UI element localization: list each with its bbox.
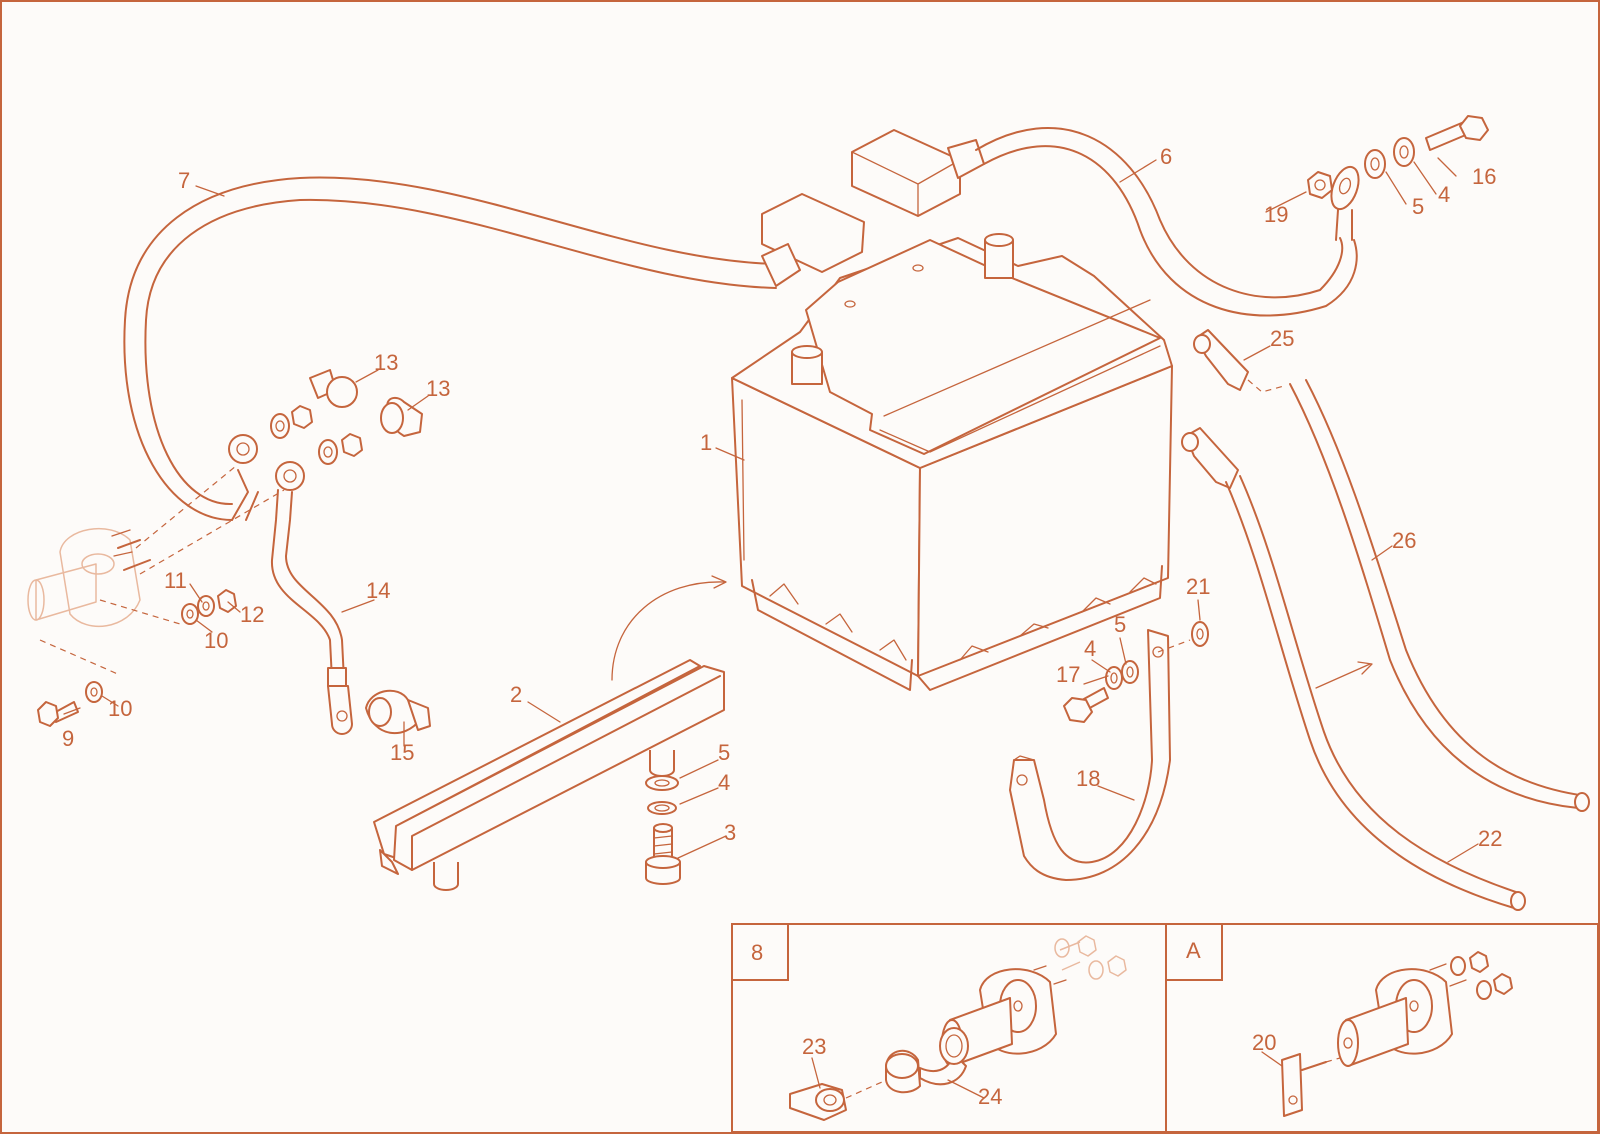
leader-lines xyxy=(63,157,1479,1099)
label-lug-23: 23 xyxy=(802,1034,826,1059)
label-nut-switch: 9 xyxy=(62,726,74,751)
battery-tray xyxy=(373,575,727,891)
label-tray: 2 xyxy=(510,682,522,707)
callout-labels: 1 2 3 4 5 6 7 9 10 10 11 12 13 13 14 15 … xyxy=(62,144,1502,1109)
label-washer-tray-4: 4 xyxy=(718,770,730,795)
label-spring-washer-11: 11 xyxy=(164,568,187,593)
label-lock-washer-21: 21 xyxy=(1186,574,1210,599)
vent-hoses xyxy=(1181,329,1590,911)
inset-frames xyxy=(731,923,1599,1133)
label-nut-19: 19 xyxy=(1264,202,1288,227)
label-washer-tray-5: 5 xyxy=(718,740,730,765)
label-screw-tray: 3 xyxy=(724,820,736,845)
label-inset-8-tag: 8 xyxy=(751,940,763,965)
inset-a-switch-with-key xyxy=(1281,951,1513,1117)
label-elbow-25: 25 xyxy=(1270,326,1294,351)
label-strap-18: 18 xyxy=(1076,766,1100,791)
label-cable-main: 7 xyxy=(178,168,190,193)
label-hose-22: 22 xyxy=(1478,826,1502,851)
label-cable-positive: 6 xyxy=(1160,144,1172,169)
cable-6 xyxy=(851,126,1360,317)
label-battery: 1 xyxy=(700,430,712,455)
label-cap-13-a: 13 xyxy=(374,350,398,375)
label-ground-cable-14: 14 xyxy=(366,578,390,603)
label-cap-15: 15 xyxy=(390,740,414,765)
label-inset-a-tag: A xyxy=(1186,938,1201,963)
battery xyxy=(731,233,1173,691)
ground-cable-14 xyxy=(270,461,431,735)
hold-down-strap-18 xyxy=(1009,621,1209,881)
hardware-right-top xyxy=(1307,115,1489,199)
label-bolt-16: 16 xyxy=(1472,164,1496,189)
label-cap-24: 24 xyxy=(978,1084,1002,1109)
cable-7 xyxy=(123,176,865,521)
label-washer-4-clamp: 4 xyxy=(1084,636,1096,661)
label-washer-switch-a: 10 xyxy=(108,696,132,721)
label-nut-12: 12 xyxy=(240,602,264,627)
label-washer-switch-b: 10 xyxy=(204,628,228,653)
label-washer-5-clamp: 5 xyxy=(1114,612,1126,637)
battery-switch xyxy=(27,465,285,676)
label-key-20: 20 xyxy=(1252,1030,1276,1055)
inset-8-switch-with-cap xyxy=(789,935,1127,1121)
label-cap-13-b: 13 xyxy=(426,376,450,401)
tray-fasteners xyxy=(645,775,681,885)
left-terminal-hardware xyxy=(270,369,423,465)
label-bolt-17: 17 xyxy=(1056,662,1080,687)
label-washer-5-right: 5 xyxy=(1412,194,1424,219)
switch-hardware xyxy=(37,589,237,727)
label-washer-4-right: 4 xyxy=(1438,182,1450,207)
label-hose-26: 26 xyxy=(1392,528,1416,553)
